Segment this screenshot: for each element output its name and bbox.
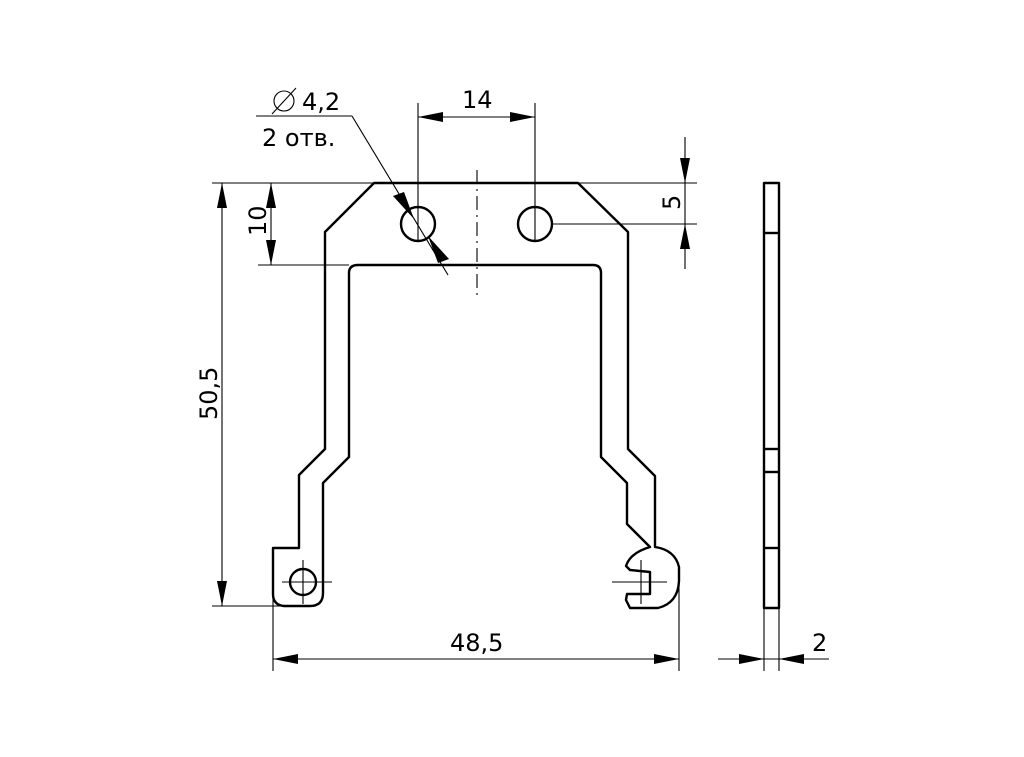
- offset-arrow-bottom: [680, 224, 690, 249]
- height-arrow-bottom: [217, 581, 227, 606]
- bracket-front-view: [271, 170, 681, 610]
- hole-offset-value: 5: [658, 195, 686, 210]
- diameter-icon-stroke: [271, 87, 297, 115]
- bracket-outline: [271, 181, 681, 610]
- spacing-arrow-left: [418, 112, 443, 122]
- slot-depth-value: 10: [244, 205, 272, 236]
- hole-count-label: 2 отв.: [262, 124, 335, 152]
- total-height-value: 50,5: [195, 367, 223, 420]
- width-arrow-right: [654, 654, 679, 664]
- dimension-total-width: 48,5: [272, 581, 680, 671]
- hole-diameter-value: 4,2: [302, 88, 340, 116]
- thickness-arrow-right: [779, 654, 804, 664]
- spacing-arrow-right: [510, 112, 535, 122]
- hole-spacing-value: 14: [462, 86, 493, 114]
- side-profile: [762, 181, 781, 610]
- width-arrow-left: [273, 654, 298, 664]
- dimension-slot-depth: 10: [244, 183, 349, 266]
- dimension-thickness: 2: [718, 608, 829, 671]
- height-arrow-top: [217, 183, 227, 208]
- thickness-arrow-left: [739, 654, 764, 664]
- leader-arrow-bottom: [428, 236, 449, 263]
- diameter-icon: [273, 90, 295, 112]
- dimension-hole-offset: 5: [552, 137, 697, 269]
- dimension-hole-diameter: 4,2 2 отв.: [256, 87, 449, 276]
- total-width-value: 48,5: [450, 629, 503, 657]
- dimension-hole-spacing: 14: [417, 86, 536, 240]
- depth-arrow-top: [266, 183, 276, 208]
- leader-arrow-top: [393, 192, 414, 219]
- depth-arrow-bottom: [266, 240, 276, 265]
- dimension-total-height: 50,5: [195, 182, 374, 607]
- bracket-side-view: [762, 181, 781, 610]
- thickness-value: 2: [812, 629, 827, 657]
- offset-arrow-top: [680, 158, 690, 183]
